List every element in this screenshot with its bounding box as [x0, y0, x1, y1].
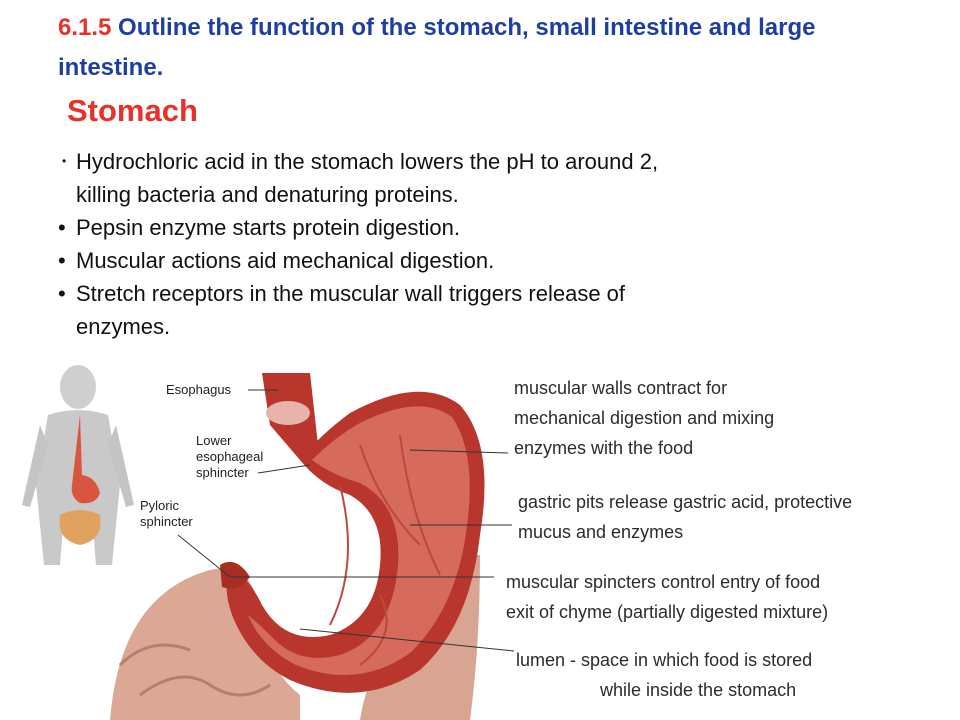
pyloric-sphincter-shape	[220, 561, 250, 589]
slide-title: 6.1.5 Outline the function of the stomac…	[58, 8, 918, 88]
bullet-text: Pepsin enzyme starts protein digestion.	[76, 215, 460, 240]
label-lower-esophageal-sphincter: Lower esophageal sphincter	[196, 433, 263, 481]
label-line: sphincter	[140, 514, 193, 529]
label-line: mechanical digestion and mixing	[514, 408, 775, 428]
label-pyloric-sphincter: Pyloric sphincter	[140, 498, 193, 530]
label-line: exit of chyme (partially digested mixtur…	[506, 602, 829, 622]
label-muscular-walls: muscular walls contract for mechanical d…	[514, 373, 774, 463]
title-text: Outline the function of the stomach, sma…	[58, 14, 816, 81]
esophagus-opening	[266, 401, 310, 425]
bullet-text: Hydrochloric acid in the stomach lowers …	[76, 149, 659, 174]
label-line: while inside the stomach	[600, 680, 797, 700]
stomach-diagram: Esophagus Lower esophageal sphincter Pyl…	[0, 365, 960, 720]
bullet-text-continued: enzymes.	[76, 314, 171, 339]
bullet-text: Muscular actions aid mechanical digestio…	[76, 248, 495, 273]
label-line: sphincter	[196, 465, 249, 480]
leader-line	[177, 534, 231, 578]
stomach-illustration	[22, 365, 515, 720]
label-line: gastric pits release gastric acid, prote…	[518, 492, 853, 512]
bullet-item: Stretch receptors in the muscular wall t…	[58, 277, 938, 343]
bullet-item: Hydrochloric acid in the stomach lowers …	[58, 145, 938, 211]
title-number: 6.1.5	[58, 14, 112, 41]
bullet-text: Stretch receptors in the muscular wall t…	[76, 281, 626, 306]
label-gastric-pits: gastric pits release gastric acid, prote…	[518, 487, 852, 547]
label-line: mucus and enzymes	[518, 522, 684, 542]
label-line: lumen - space in which food is stored	[516, 650, 813, 670]
label-line: Pyloric	[140, 498, 180, 513]
bullet-list: Hydrochloric acid in the stomach lowers …	[58, 145, 938, 343]
leader-line	[409, 449, 509, 454]
label-line: muscular spincters control entry of food	[506, 572, 821, 592]
rugae-folds	[329, 434, 441, 666]
section-heading: Stomach	[67, 93, 198, 128]
leader-line	[299, 628, 515, 652]
stomach-inner-lining	[248, 406, 470, 676]
leader-line	[257, 464, 311, 474]
label-line: esophageal	[196, 449, 264, 464]
bullet-text-continued: killing bacteria and denaturing proteins…	[76, 182, 459, 207]
label-esophagus: Esophagus	[166, 382, 232, 397]
label-muscular-spincters: muscular spincters control entry of food…	[506, 567, 828, 627]
label-lumen: lumen - space in which food is stored wh…	[516, 645, 812, 705]
label-line: muscular walls contract for	[514, 378, 728, 398]
bullet-item: Muscular actions aid mechanical digestio…	[58, 244, 938, 277]
bullet-item: Pepsin enzyme starts protein digestion.	[58, 211, 938, 244]
label-line: enzymes with the food	[514, 438, 694, 458]
body-thumbnail	[22, 365, 134, 565]
label-line: Lower	[196, 433, 232, 448]
